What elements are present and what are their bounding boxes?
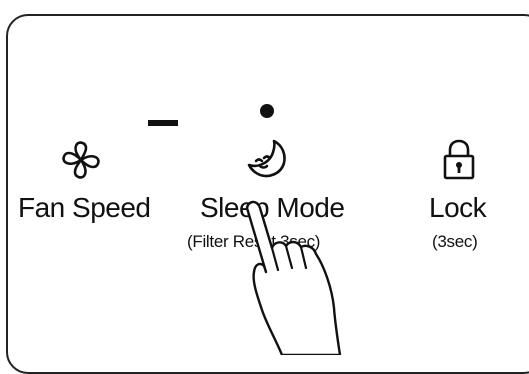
lock-label: Lock xyxy=(429,192,487,223)
fan-icon xyxy=(62,141,100,179)
pointing-hand-icon xyxy=(245,200,342,355)
dot-indicator xyxy=(260,104,274,118)
moon-icon xyxy=(247,139,286,178)
sleep-mode-label: Sleep Mode xyxy=(200,192,345,223)
dash-indicator xyxy=(148,120,178,126)
fan-speed-label: Fan Speed xyxy=(18,192,151,223)
lock-sub-label: (3sec) xyxy=(432,232,478,251)
lock-icon xyxy=(443,139,475,180)
